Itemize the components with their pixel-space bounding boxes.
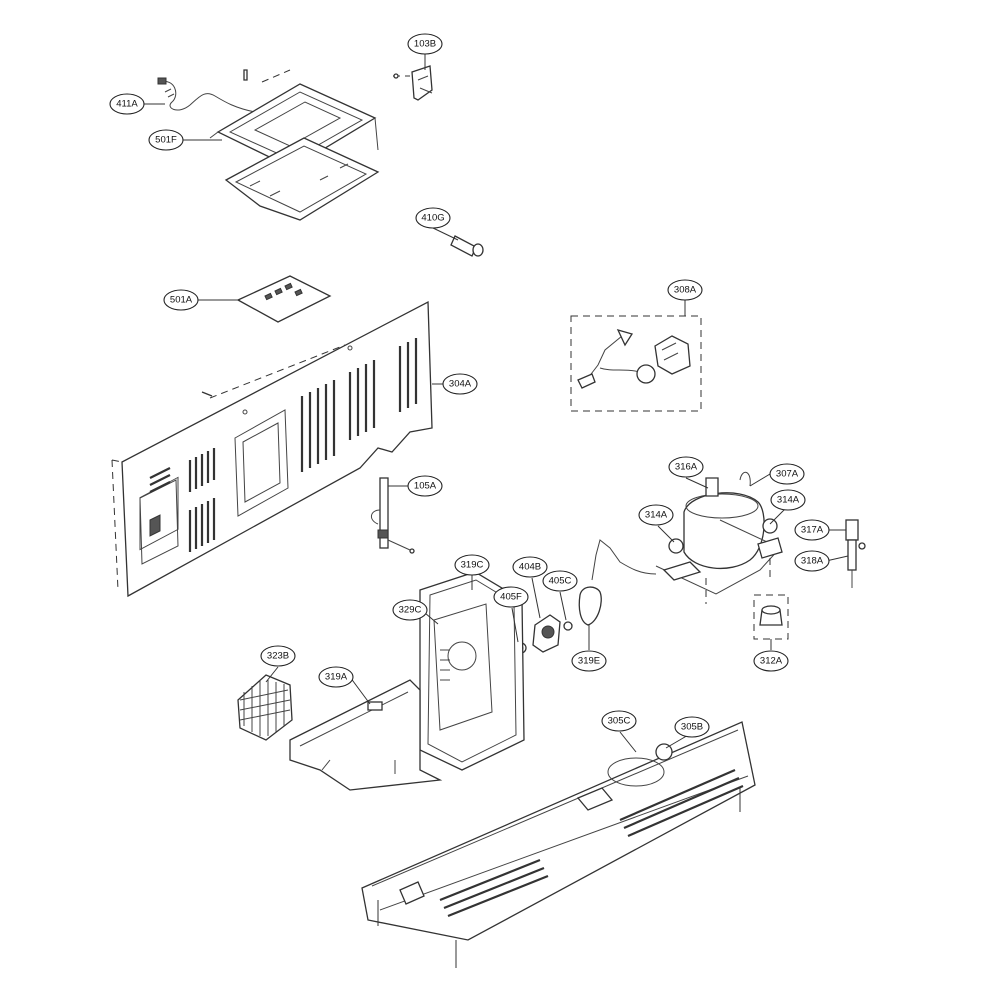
rear-panel-vents — [149, 338, 418, 552]
svg-text:305B: 305B — [681, 722, 703, 733]
callout-314a-right: 314A — [770, 489, 806, 511]
callout-323b: 323B — [260, 645, 296, 667]
callout-103b: 103B — [407, 33, 443, 55]
callout-405f: 405F — [493, 586, 529, 608]
callout-405c: 405C — [542, 570, 578, 592]
callout-318a: 318A — [794, 550, 830, 572]
callout-308a: 308A — [667, 279, 703, 301]
control-cover-part — [209, 69, 380, 221]
svg-text:317A: 317A — [801, 525, 824, 536]
svg-text:316A: 316A — [675, 462, 698, 473]
svg-text:314A: 314A — [645, 510, 668, 521]
callout-304a: 304A — [442, 373, 478, 395]
bulb-part — [450, 235, 484, 257]
bracket-part — [393, 65, 433, 101]
callout-319a: 319A — [318, 666, 354, 688]
svg-text:105A: 105A — [414, 481, 437, 492]
svg-text:318A: 318A — [801, 556, 824, 567]
base-plate-part — [361, 721, 756, 968]
svg-text:319A: 319A — [325, 672, 348, 683]
rear-panel-part — [111, 300, 433, 598]
svg-text:103B: 103B — [414, 39, 436, 50]
svg-text:404B: 404B — [519, 562, 541, 573]
callout-411a: 411A — [109, 93, 145, 115]
callout-319c: 319C — [454, 554, 490, 576]
condenser-part — [237, 674, 293, 741]
compressor-part — [591, 471, 783, 604]
callout-305b: 305B — [674, 716, 710, 738]
svg-text:304A: 304A — [449, 379, 472, 390]
callout-105a: 105A — [407, 475, 443, 497]
thermostat-part — [371, 477, 415, 554]
svg-text:405F: 405F — [500, 592, 522, 603]
svg-text:501A: 501A — [170, 295, 193, 306]
svg-text:312A: 312A — [760, 656, 783, 667]
callout-316a: 316A — [668, 456, 704, 478]
svg-text:314A: 314A — [777, 495, 800, 506]
callout-410g: 410G — [415, 207, 451, 229]
callout-317a: 317A — [794, 519, 830, 541]
callout-307a: 307A — [769, 463, 805, 485]
callout-501f: 501F — [148, 129, 184, 151]
rubber-foot-part — [753, 594, 789, 640]
pcb-part — [236, 275, 332, 323]
svg-text:308A: 308A — [674, 285, 697, 296]
evaporator-housing-part — [289, 571, 525, 791]
base-vents — [439, 768, 744, 918]
callout-312a: 312A — [753, 650, 789, 672]
svg-text:323B: 323B — [267, 651, 289, 662]
callout-314a-left: 314A — [638, 504, 674, 526]
svg-text:329C: 329C — [399, 605, 422, 616]
svg-text:411A: 411A — [116, 99, 138, 110]
callout-404b: 404B — [512, 556, 548, 578]
svg-text:319C: 319C — [461, 560, 484, 571]
svg-text:307A: 307A — [776, 469, 799, 480]
svg-text:305C: 305C — [608, 716, 631, 727]
relay-kit-part — [570, 315, 702, 412]
fan-motor-group — [515, 586, 602, 654]
power-cord-part — [157, 77, 256, 113]
svg-text:319E: 319E — [578, 656, 600, 667]
svg-text:405C: 405C — [549, 576, 572, 587]
svg-text:410G: 410G — [421, 213, 444, 224]
valve-part — [845, 519, 866, 588]
callout-305c: 305C — [601, 710, 637, 732]
callout-319e: 319E — [571, 650, 607, 672]
svg-text:501F: 501F — [155, 135, 177, 146]
callout-501a: 501A — [163, 289, 199, 311]
callout-329c: 329C — [392, 599, 428, 621]
